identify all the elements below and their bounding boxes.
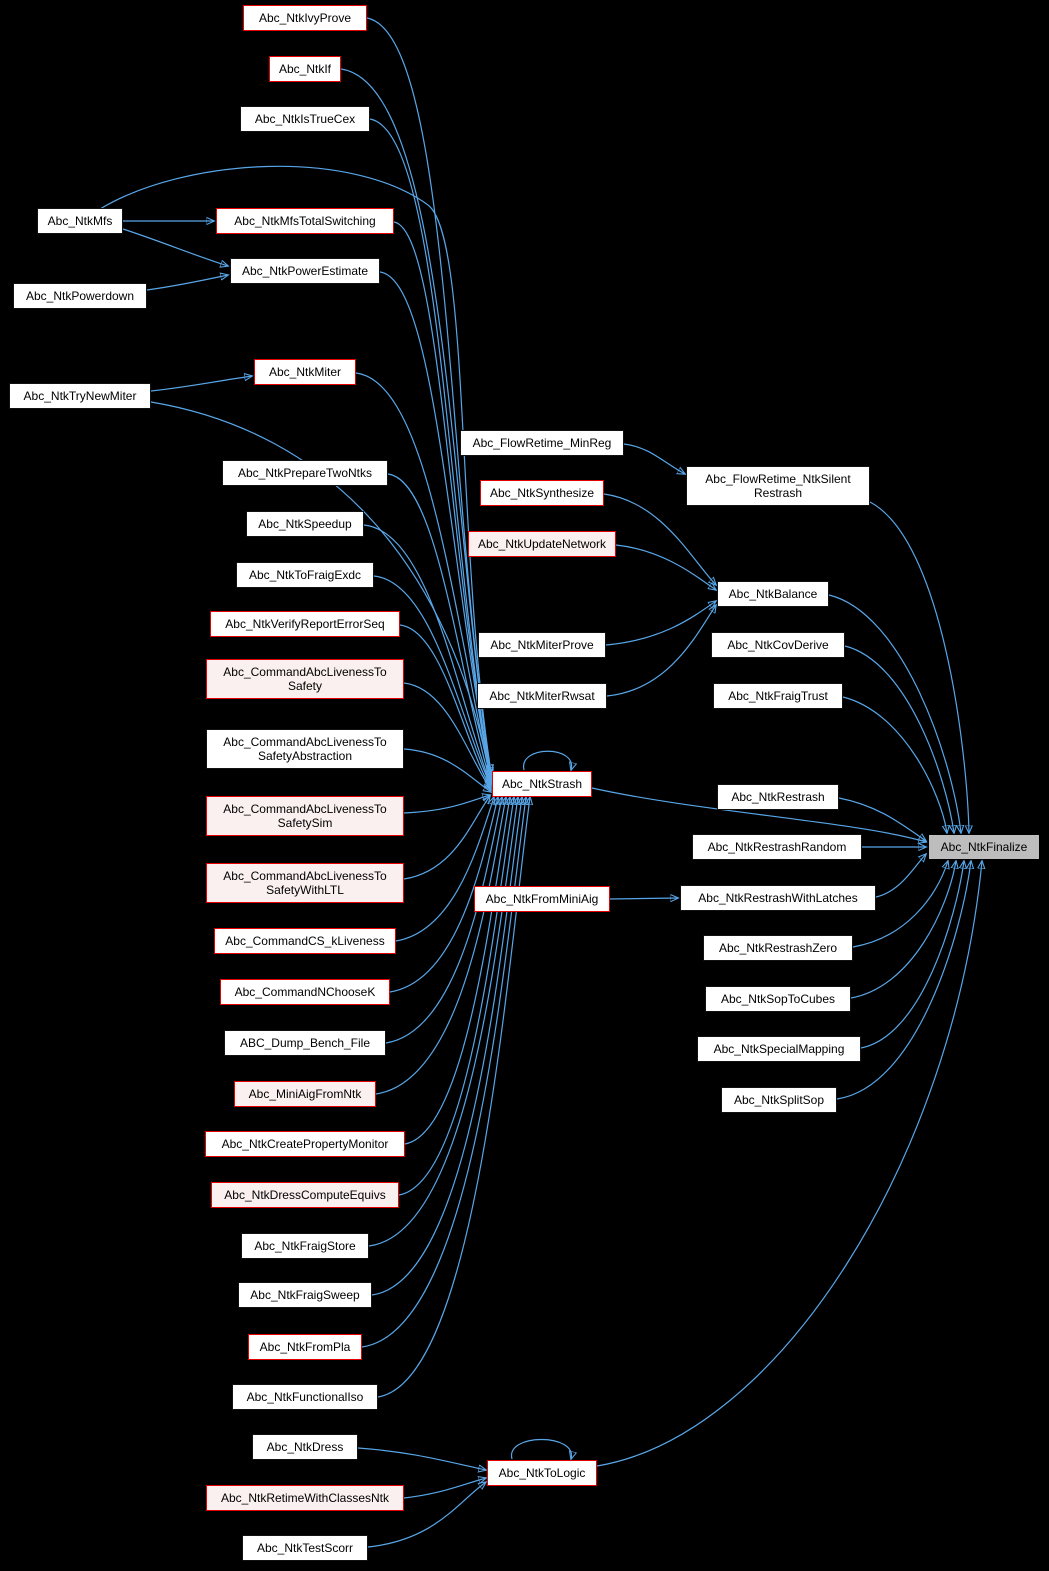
node-abc-ntkdresscomputeequivs[interactable]: Abc_NtkDressComputeEquivs <box>211 1182 399 1208</box>
node-abc-ntkverifyreporterrorseq[interactable]: Abc_NtkVerifyReportErrorSeq <box>210 611 400 637</box>
node-abc-ntkfraigsweep[interactable]: Abc_NtkFraigSweep <box>238 1282 372 1308</box>
edge-if-strash <box>340 68 491 775</box>
edge-fraigstore-strash <box>368 797 518 1247</box>
edge-livenesstosafetywithltl-strash <box>403 796 490 880</box>
edge-mfs-powerestimate <box>122 228 228 266</box>
node-abc-flowretime-minreg[interactable]: Abc_FlowRetime_MinReg <box>460 430 624 456</box>
edge-preparetwontks-strash <box>387 473 491 784</box>
node-abc-ntkspeedup[interactable]: Abc_NtkSpeedup <box>246 511 364 537</box>
edge-specialmapping-finalize <box>860 861 964 1049</box>
edge-mfstotalswitching-strash <box>393 221 491 778</box>
node-abc-commandabclivenesstosafetyabstraction[interactable]: Abc_CommandAbcLivenessTo SafetyAbstracti… <box>206 729 404 769</box>
edge-istruecex-strash <box>369 118 491 777</box>
node-abc-ntkfrompla[interactable]: Abc_NtkFromPla <box>248 1334 362 1360</box>
node-abc-ntkmiter[interactable]: Abc_NtkMiter <box>254 359 356 385</box>
node-abc-ntkbalance[interactable]: Abc_NtkBalance <box>717 581 829 607</box>
node-abc-ntkstrash[interactable]: Abc_NtkStrash <box>492 771 592 797</box>
node-abc-ntksynthesize[interactable]: Abc_NtkSynthesize <box>480 480 604 506</box>
edge-fraigsweep-strash <box>371 797 522 1296</box>
node-abc-ntktofraigexdc[interactable]: Abc_NtkToFraigExdc <box>236 562 374 588</box>
edge-cskliveness-strash <box>395 797 494 942</box>
edge-createpropertymonitor-strash <box>404 797 510 1145</box>
edge-restrashwithlatches-finalize <box>875 854 926 898</box>
node-abc-commandnchoosek[interactable]: Abc_CommandNChooseK <box>220 979 390 1005</box>
edge-synthesize-balance <box>603 493 716 585</box>
node-abc-ntkmiterprove[interactable]: Abc_NtkMiterProve <box>478 632 606 658</box>
edge-fromminiaig-restrashwithlatches <box>609 898 678 899</box>
node-abc-ntkfraigtrust[interactable]: Abc_NtkFraigTrust <box>713 683 843 709</box>
node-abc-ntkpowerestimate[interactable]: Abc_NtkPowerEstimate <box>230 258 380 284</box>
edge-nchoosek-strash <box>389 797 498 993</box>
node-abc-ntkcovderive[interactable]: Abc_NtkCovDerive <box>711 632 845 658</box>
node-abc-commandabclivenesstosafety[interactable]: Abc_CommandAbcLivenessTo Safety <box>206 659 404 699</box>
edge-flowretimeminreg-silentrestrash <box>623 443 685 474</box>
node-abc-commandabclivenesstosafetysim[interactable]: Abc_CommandAbcLivenessTo SafetySim <box>206 796 404 836</box>
edge-verifyreporterrorseq-strash <box>399 624 491 789</box>
edge-dresscomputeequivs-strash <box>398 797 514 1196</box>
node-abc-commandcs-kliveness[interactable]: Abc_CommandCS_kLiveness <box>214 928 396 954</box>
edge-livenesstosafety-strash <box>403 682 491 790</box>
edge-frompla-strash <box>361 797 526 1348</box>
node-abc-ntktestscorr[interactable]: Abc_NtkTestScorr <box>242 1535 368 1561</box>
edge-splitsop-finalize <box>836 861 971 1100</box>
node-abc-ntkfunctionaliso[interactable]: Abc_NtkFunctionalIso <box>232 1384 378 1410</box>
node-abc-commandabclivenesstosafetywithltl[interactable]: Abc_CommandAbcLivenessTo SafetyWithLTL <box>206 863 404 903</box>
node-abc-ntkif[interactable]: Abc_NtkIf <box>269 56 341 82</box>
edge-fraigtrust-finalize <box>842 696 947 833</box>
node-abc-miniaigfromntk[interactable]: Abc_MiniAigFromNtk <box>234 1081 376 1107</box>
node-abc-ntkdress[interactable]: Abc_NtkDress <box>252 1434 358 1460</box>
node-abc-dump-bench-file[interactable]: ABC_Dump_Bench_File <box>224 1030 386 1056</box>
edge-restrashzero-finalize <box>852 861 948 948</box>
edge-testscorr-tologic <box>367 1482 486 1548</box>
node-abc-ntkmfs[interactable]: Abc_NtkMfs <box>37 208 123 234</box>
node-abc-ntkfromminiaig[interactable]: Abc_NtkFromMiniAig <box>474 886 610 912</box>
node-abc-ntkmfstotalswitching[interactable]: Abc_NtkMfsTotalSwitching <box>216 208 394 234</box>
edge-powerdown-powerestimate <box>146 275 228 291</box>
node-abc-ntkrestrashwithlatches[interactable]: Abc_NtkRestrashWithLatches <box>680 885 876 911</box>
edge-miniaigfromntk-strash <box>375 797 506 1095</box>
node-abc-ntkspecialmapping[interactable]: Abc_NtkSpecialMapping <box>697 1036 861 1062</box>
edge-trynewmiter-miter <box>150 376 252 392</box>
edge-tologic-selfloop <box>511 1438 572 1460</box>
edge-speedup-strash <box>363 524 491 786</box>
node-abc-ntkfraigstore[interactable]: Abc_NtkFraigStore <box>241 1233 369 1259</box>
edge-dress-tologic <box>357 1447 486 1470</box>
edge-retimewithclassesntk-tologic <box>403 1478 486 1499</box>
node-abc-ntkpowerdown[interactable]: Abc_NtkPowerdown <box>13 283 147 309</box>
node-abc-ntkistruecex[interactable]: Abc_NtkIsTrueCex <box>240 106 370 132</box>
edge-dumpbenchfile-strash <box>385 797 502 1044</box>
edge-balance-finalize <box>828 594 961 833</box>
edge-strash-finalize <box>591 787 926 842</box>
edge-miterprove-balance <box>605 601 716 646</box>
node-abc-ntkrestrash[interactable]: Abc_NtkRestrash <box>717 784 839 810</box>
edge-mfs-strash <box>99 165 491 772</box>
edge-livenesstosafetysim-strash <box>403 795 490 814</box>
node-abc-flowretime-ntksilentrestrash[interactable]: Abc_FlowRetime_NtkSilent Restrash <box>686 466 870 506</box>
edge-strash-selfloop <box>523 750 572 770</box>
node-abc-ntkfinalize: Abc_NtkFinalize <box>928 834 1040 860</box>
node-abc-ntksplitsop[interactable]: Abc_NtkSplitSop <box>721 1087 837 1113</box>
node-abc-ntksoptocubes[interactable]: Abc_NtkSopToCubes <box>705 986 851 1012</box>
node-abc-ntkrestrashrandom[interactable]: Abc_NtkRestrashRandom <box>692 834 862 860</box>
node-abc-ntkmiterrwsat[interactable]: Abc_NtkMiterRwsat <box>477 683 607 709</box>
edge-powerestimate-strash <box>379 271 491 780</box>
edge-updatenetwork-balance <box>615 544 716 590</box>
edge-livenesstosafetyabstraction-strash <box>403 748 491 792</box>
edge-covderive-finalize <box>844 645 954 833</box>
edge-silentrestrash-finalize <box>869 501 969 833</box>
edge-miterrwsat-balance <box>606 605 716 697</box>
node-abc-ntktrynewmiter[interactable]: Abc_NtkTryNewMiter <box>9 383 151 409</box>
node-abc-ntkivyprove[interactable]: Abc_NtkIvyProve <box>243 5 367 31</box>
node-abc-ntkretimewithclassesntk[interactable]: Abc_NtkRetimeWithClassesNtk <box>206 1485 404 1511</box>
node-abc-ntkrestrashzero[interactable]: Abc_NtkRestrashZero <box>703 935 853 961</box>
edge-soptocubes-finalize <box>850 861 956 999</box>
node-abc-ntkcreatepropertymonitor[interactable]: Abc_NtkCreatePropertyMonitor <box>205 1131 405 1157</box>
node-abc-ntkpreparetwontks[interactable]: Abc_NtkPrepareTwoNtks <box>222 460 388 486</box>
edge-tofraigexdc-strash <box>373 575 491 787</box>
edge-miter-strash <box>355 372 491 781</box>
node-abc-ntktologic[interactable]: Abc_NtkToLogic <box>487 1460 597 1486</box>
edge-tologic-finalize <box>596 861 982 1467</box>
node-abc-ntkupdatenetwork[interactable]: Abc_NtkUpdateNetwork <box>468 531 616 557</box>
